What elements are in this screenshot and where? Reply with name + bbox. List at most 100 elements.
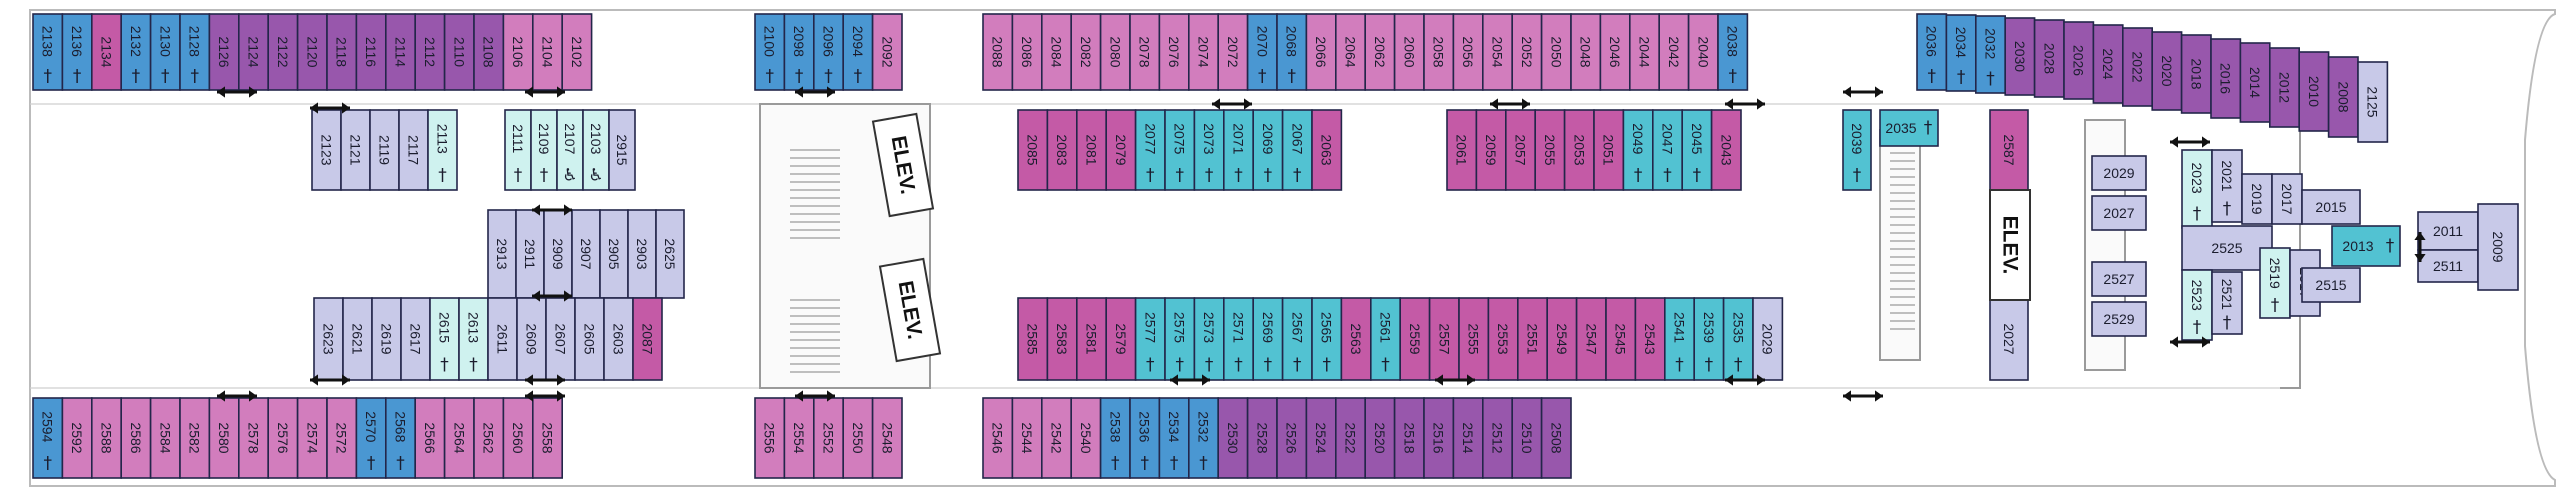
cabin-2079[interactable]: 2079: [1105, 109, 1137, 191]
cabin-2528[interactable]: 2528: [1246, 397, 1278, 479]
cabin-2078[interactable]: 2078: [1129, 13, 1161, 91]
cabin-2077[interactable]: 2077†: [1134, 109, 1166, 191]
cabin-2523[interactable]: 2523†: [2181, 269, 2213, 341]
cabin-2587[interactable]: 2587: [1989, 109, 2029, 191]
cabin-2611[interactable]: 2611: [487, 297, 518, 381]
cabin-2556[interactable]: 2556: [754, 397, 786, 479]
cabin-2012[interactable]: 2012: [2269, 47, 2301, 128]
cabin-2055[interactable]: 2055: [1534, 109, 1566, 191]
cabin-2066[interactable]: 2066: [1305, 13, 1337, 91]
cabin-2536[interactable]: 2536†: [1129, 397, 1161, 479]
cabin-2074[interactable]: 2074: [1188, 13, 1220, 91]
cabin-2120[interactable]: 2120: [296, 13, 328, 91]
cabin-2557[interactable]: 2557: [1428, 297, 1460, 381]
cabin-2565[interactable]: 2565†: [1311, 297, 1343, 381]
cabin-2516[interactable]: 2516: [1423, 397, 1455, 479]
cabin-2085[interactable]: 2085: [1017, 109, 1049, 191]
cabin-2062[interactable]: 2062: [1364, 13, 1396, 91]
cabin-2623[interactable]: 2623: [313, 297, 344, 381]
cabin-2092[interactable]: 2092: [871, 13, 903, 91]
cabin-2027[interactable]: 2027: [2091, 195, 2147, 231]
cabin-2585[interactable]: 2585: [1017, 297, 1049, 381]
cabin-2073[interactable]: 2073†: [1193, 109, 1225, 191]
cabin-2108[interactable]: 2108: [473, 13, 505, 91]
cabin-2052[interactable]: 2052: [1511, 13, 1543, 91]
cabin-2081[interactable]: 2081: [1076, 109, 1108, 191]
cabin-2542[interactable]: 2542: [1041, 397, 1073, 479]
cabin-2136[interactable]: 2136†: [61, 13, 93, 91]
cabin-2035[interactable]: 2035†: [1879, 109, 1939, 147]
cabin-2026[interactable]: 2026: [2063, 21, 2095, 100]
cabin-2049[interactable]: 2049†: [1622, 109, 1654, 191]
cabin-2082[interactable]: 2082: [1070, 13, 1102, 91]
cabin-2550[interactable]: 2550: [842, 397, 874, 479]
cabin-2512[interactable]: 2512: [1482, 397, 1514, 479]
cabin-2909[interactable]: 2909: [543, 209, 573, 299]
cabin-2911[interactable]: 2911: [515, 209, 545, 299]
cabin-2541[interactable]: 2541†: [1664, 297, 1696, 381]
cabin-2054[interactable]: 2054: [1482, 13, 1514, 91]
cabin-2112[interactable]: 2112: [414, 13, 446, 91]
cabin-2138[interactable]: 2138†: [32, 13, 64, 91]
cabin-2905[interactable]: 2905: [599, 209, 629, 299]
cabin-2568[interactable]: 2568†: [384, 397, 416, 479]
cabin-2607[interactable]: 2607: [545, 297, 576, 381]
cabin-2552[interactable]: 2552: [812, 397, 844, 479]
cabin-2570[interactable]: 2570†: [355, 397, 387, 479]
cabin-2560[interactable]: 2560: [502, 397, 534, 479]
cabin-2582[interactable]: 2582: [179, 397, 211, 479]
cabin-2579[interactable]: 2579: [1105, 297, 1137, 381]
cabin-2551[interactable]: 2551: [1517, 297, 1549, 381]
cabin-2546[interactable]: 2546: [982, 397, 1014, 479]
cabin-2117[interactable]: 2117: [398, 109, 429, 191]
cabin-2088[interactable]: 2088: [982, 13, 1014, 91]
cabin-2573[interactable]: 2573†: [1193, 297, 1225, 381]
cabin-2594[interactable]: 2594†: [32, 397, 64, 479]
cabin-2580[interactable]: 2580: [208, 397, 240, 479]
cabin-2124[interactable]: 2124: [238, 13, 270, 91]
cabin-2103[interactable]: 2103♿: [582, 109, 610, 191]
cabin-2118[interactable]: 2118: [326, 13, 358, 91]
cabin-2584[interactable]: 2584: [149, 397, 181, 479]
cabin-2625[interactable]: 2625: [655, 209, 685, 299]
cabin-2574[interactable]: 2574: [296, 397, 328, 479]
cabin-2123[interactable]: 2123: [311, 109, 342, 191]
cabin-2592[interactable]: 2592: [61, 397, 93, 479]
cabin-2010[interactable]: 2010: [2298, 51, 2330, 132]
cabin-2617[interactable]: 2617: [400, 297, 431, 381]
cabin-2125[interactable]: 2125: [2357, 61, 2389, 143]
cabin-2530[interactable]: 2530: [1217, 397, 1249, 479]
cabin-2126[interactable]: 2126: [208, 13, 240, 91]
cabin-2572[interactable]: 2572: [326, 397, 358, 479]
cabin-2020[interactable]: 2020: [2151, 31, 2183, 111]
cabin-2043[interactable]: 2043: [1710, 109, 1742, 191]
cabin-2555[interactable]: 2555: [1458, 297, 1490, 381]
cabin-2040[interactable]: 2040: [1687, 13, 1719, 91]
cabin-2027[interactable]: 2027: [1989, 297, 2029, 381]
cabin-2064[interactable]: 2064: [1335, 13, 1367, 91]
cabin-2023[interactable]: 2023†: [2181, 149, 2213, 229]
cabin-2045[interactable]: 2045†: [1681, 109, 1713, 191]
cabin-2098[interactable]: 2098†: [783, 13, 815, 91]
cabin-2521[interactable]: 2521†: [2211, 271, 2243, 335]
cabin-2044[interactable]: 2044: [1629, 13, 1661, 91]
cabin-2532[interactable]: 2532†: [1188, 397, 1220, 479]
cabin-2069[interactable]: 2069†: [1252, 109, 1284, 191]
cabin-2540[interactable]: 2540: [1070, 397, 1102, 479]
cabin-2524[interactable]: 2524: [1305, 397, 1337, 479]
cabin-2130[interactable]: 2130†: [149, 13, 181, 91]
cabin-2096[interactable]: 2096†: [812, 13, 844, 91]
cabin-2525[interactable]: 2525: [2181, 225, 2273, 271]
cabin-2122[interactable]: 2122: [267, 13, 299, 91]
cabin-2071[interactable]: 2071†: [1223, 109, 1255, 191]
cabin-2553[interactable]: 2553: [1487, 297, 1519, 381]
cabin-2060[interactable]: 2060: [1393, 13, 1425, 91]
cabin-2569[interactable]: 2569†: [1252, 297, 1284, 381]
cabin-2603[interactable]: 2603: [603, 297, 634, 381]
cabin-2605[interactable]: 2605: [574, 297, 605, 381]
cabin-2571[interactable]: 2571†: [1223, 297, 1255, 381]
cabin-2621[interactable]: 2621: [342, 297, 373, 381]
cabin-2575[interactable]: 2575†: [1164, 297, 1196, 381]
cabin-2047[interactable]: 2047†: [1652, 109, 1684, 191]
cabin-2042[interactable]: 2042: [1658, 13, 1690, 91]
